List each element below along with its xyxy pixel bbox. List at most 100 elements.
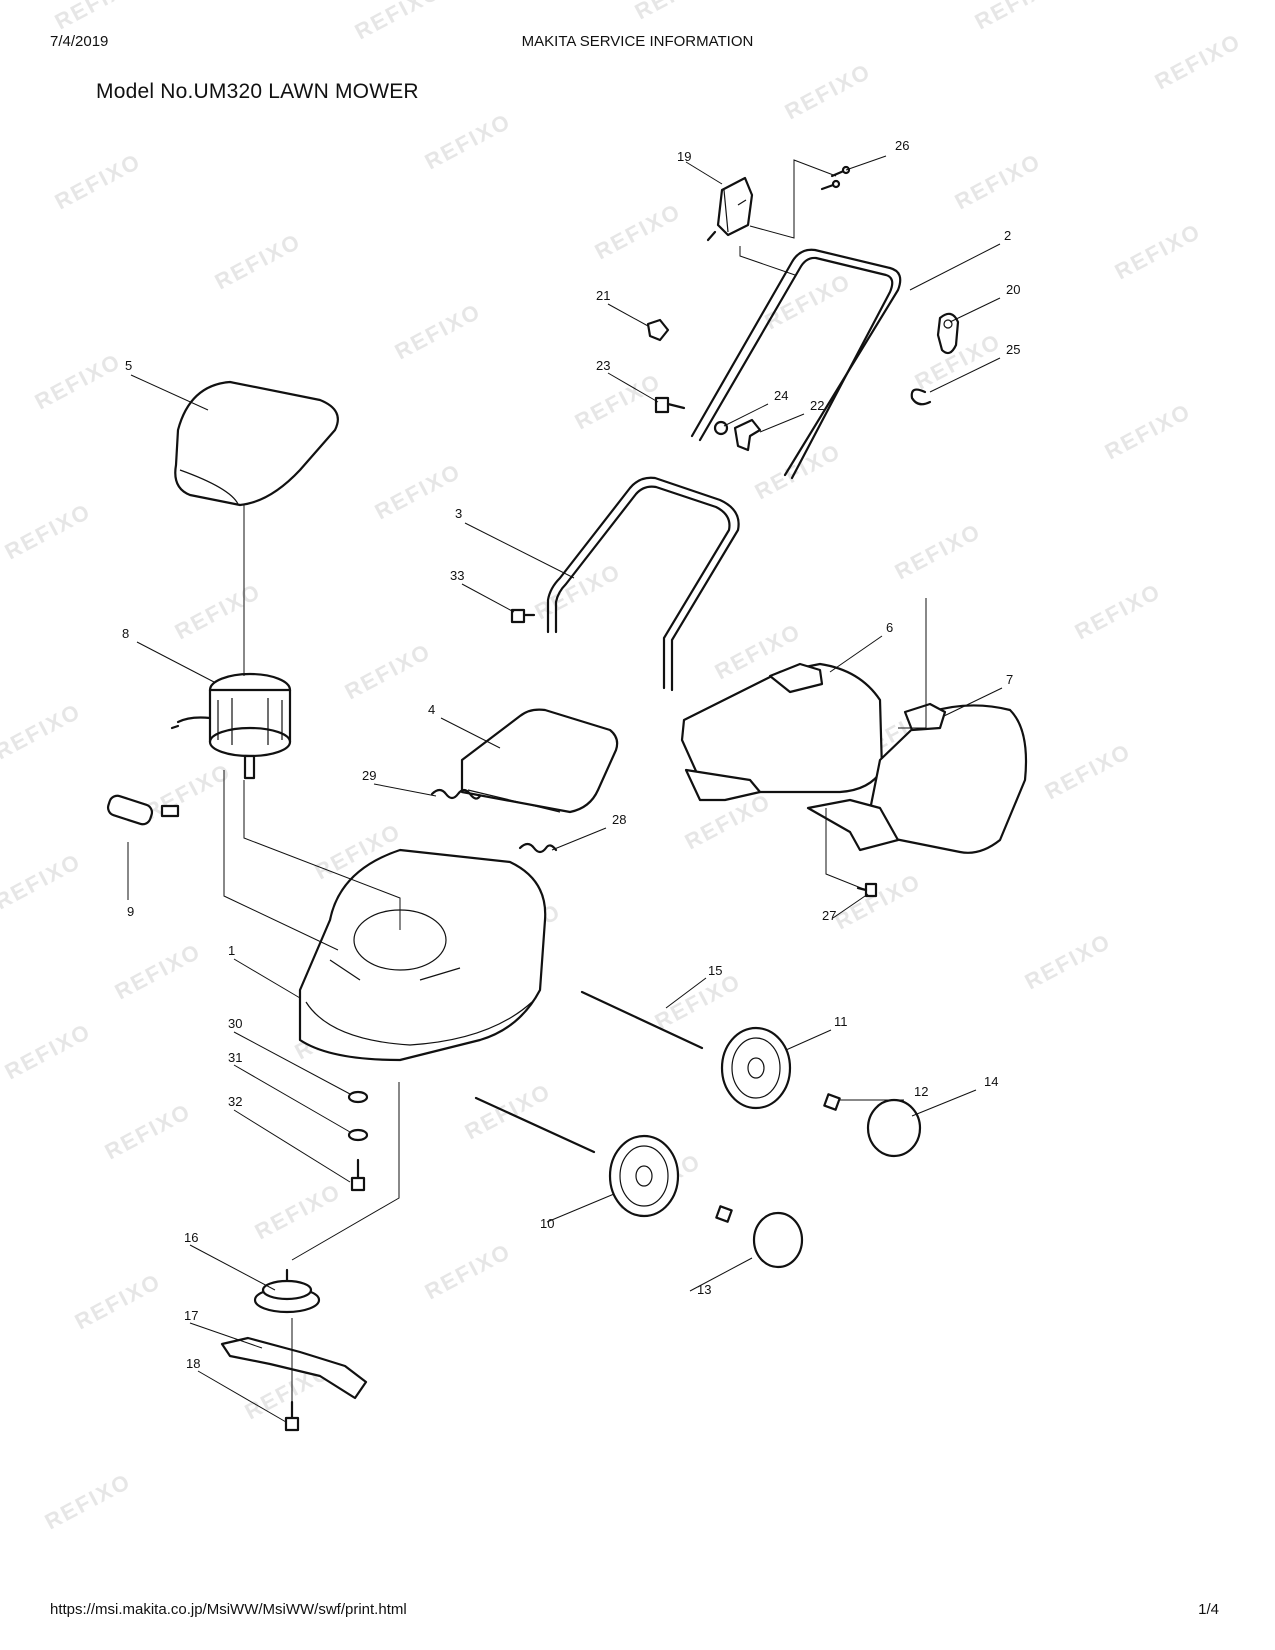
callout-27: 27: [822, 908, 836, 923]
part-2-upper-handle: [690, 248, 902, 480]
callout-14: 14: [984, 1074, 998, 1089]
part-28-spring: [518, 842, 558, 854]
watermark-text: REFIXO: [141, 758, 236, 824]
watermark-text: REFIXO: [591, 198, 686, 264]
part-25-clip: [910, 388, 932, 406]
callout-28: 28: [612, 812, 626, 827]
callout-30: 30: [228, 1016, 242, 1031]
watermark-text: REFIXO: [211, 228, 306, 294]
part-24-washer: [713, 420, 729, 436]
callout-7: 7: [1006, 672, 1013, 687]
part-26-screws: [820, 165, 851, 191]
callout-33: 33: [450, 568, 464, 583]
header-date: 7/4/2019: [50, 33, 109, 50]
part-11-wheel: [720, 1026, 792, 1110]
watermark-text: REFIXO: [1, 1018, 96, 1084]
watermark-text: REFIXO: [0, 698, 85, 764]
watermark-text: REFIXO: [101, 1098, 196, 1164]
watermark-text: REFIXO: [371, 458, 466, 524]
part-14-hubcap: [866, 1098, 922, 1158]
part-23-bolt: [654, 396, 686, 414]
watermark-text: REFIXO: [951, 148, 1046, 214]
watermark-text: REFIXO: [1111, 218, 1206, 284]
part-16-fan: [253, 1268, 321, 1314]
callout-9: 9: [127, 904, 134, 919]
watermark-text: REFIXO: [571, 368, 666, 434]
callout-23: 23: [596, 358, 610, 373]
watermark-text: REFIXO: [831, 868, 926, 934]
callout-18: 18: [186, 1356, 200, 1371]
callout-8: 8: [122, 626, 129, 641]
part-21-nut: [646, 318, 670, 342]
part-17-blade: [220, 1336, 368, 1400]
assembly-lines: [223, 159, 927, 1402]
watermark-text: REFIXO: [41, 1468, 136, 1534]
part-15-rear-axle: [580, 990, 704, 1050]
callout-3: 3: [455, 506, 462, 521]
watermark-text: REFIXO: [1071, 578, 1166, 644]
watermark-text: REFIXO: [651, 968, 746, 1034]
callout-10: 10: [540, 1216, 554, 1231]
model-title: Model No.UM320 LAWN MOWER: [96, 80, 419, 103]
callout-numbers: 1234567891011121314151617181920212223242…: [122, 138, 1020, 1371]
watermark-text: REFIXO: [341, 638, 436, 704]
part-30-washer: [347, 1090, 369, 1104]
part-18-bolt: [284, 1400, 300, 1432]
callout-1: 1: [228, 943, 235, 958]
watermark-text: REFIXO: [0, 848, 85, 914]
part-20-cable-hook: [936, 312, 960, 355]
watermark-text: REFIXO: [171, 578, 266, 644]
callout-5: 5: [125, 358, 132, 373]
watermark-text: REFIXO: [351, 0, 446, 44]
footer-url[interactable]: https://msi.makita.co.jp/MsiWW/MsiWW/swf…: [50, 1601, 407, 1618]
watermark-text: REFIXO: [1151, 28, 1246, 94]
watermark-text: REFIXO: [391, 298, 486, 364]
watermark-text: REFIXO: [1021, 928, 1116, 994]
watermark-text: REFIXO: [461, 1078, 556, 1144]
callout-4: 4: [428, 702, 435, 717]
part-31-washer: [347, 1128, 369, 1142]
watermark-text: REFIXO: [31, 348, 126, 414]
part-6-grass-box-upper: [680, 662, 884, 802]
callout-13: 13: [697, 1282, 711, 1297]
part-front-axle: [474, 1096, 596, 1154]
watermark-text: REFIXO: [51, 148, 146, 214]
part-9-capacitor: [106, 794, 180, 826]
part-12-nut: [823, 1093, 841, 1111]
part-5-motor-cover: [174, 380, 339, 507]
watermark-text: REFIXO: [71, 1268, 166, 1334]
watermark-text: REFIXO: [891, 518, 986, 584]
part-13-hubcap: [752, 1211, 804, 1269]
watermark-text: REFIXO: [781, 58, 876, 124]
callout-12: 12: [914, 1084, 928, 1099]
callout-6: 6: [886, 620, 893, 635]
callout-21: 21: [596, 288, 610, 303]
part-nut: [715, 1205, 733, 1223]
watermark-text: REFIXO: [421, 1238, 516, 1304]
callout-29: 29: [362, 768, 376, 783]
part-3-lower-handle: [546, 476, 740, 692]
callout-15: 15: [708, 963, 722, 978]
watermark-text: REFIXO: [1041, 738, 1136, 804]
watermark-text: REFIXO: [51, 0, 146, 34]
callout-2: 2: [1004, 228, 1011, 243]
watermark-text: REFIXO: [971, 0, 1066, 34]
part-1-deck: [298, 848, 547, 1062]
callout-32: 32: [228, 1094, 242, 1109]
watermark-text: REFIXO: [421, 108, 516, 174]
watermark-text: REFIXO: [1101, 398, 1196, 464]
callout-16: 16: [184, 1230, 198, 1245]
watermark-text: REFIXO: [111, 938, 206, 1004]
part-19-switch-box: [706, 176, 754, 242]
watermark-text: REFIXO: [911, 328, 1006, 394]
watermark-text: REFIXO: [751, 438, 846, 504]
callout-11: 11: [834, 1014, 848, 1029]
part-29-spring: [430, 788, 482, 800]
header-title: MAKITA SERVICE INFORMATION: [521, 33, 754, 50]
part-32-bolt: [350, 1158, 366, 1192]
callout-22: 22: [810, 398, 824, 413]
part-8-motor: [170, 672, 292, 780]
callout-17: 17: [184, 1308, 198, 1323]
callout-20: 20: [1006, 282, 1020, 297]
